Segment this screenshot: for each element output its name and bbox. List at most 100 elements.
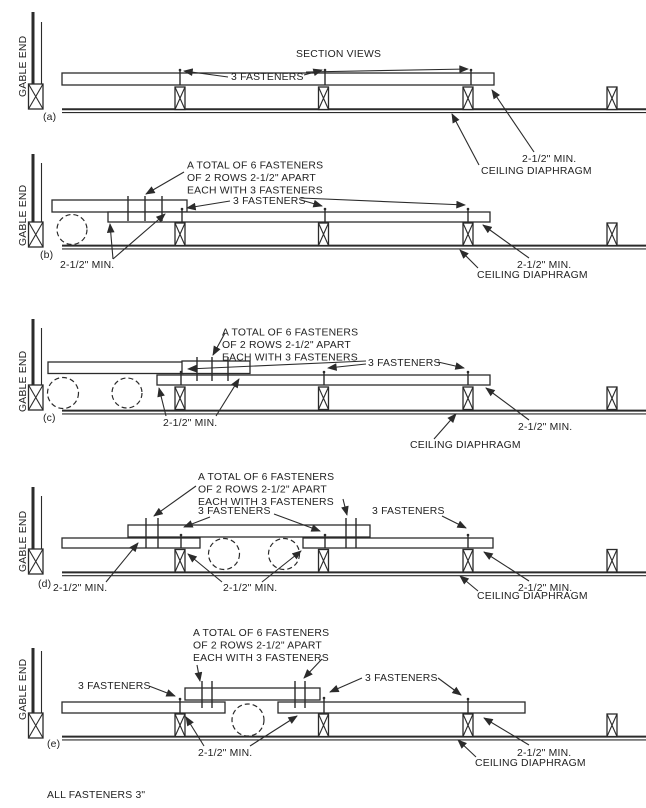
ceiling-diaphragm-label: CEILING DIAPHRAGM: [477, 591, 588, 602]
fastener-group: [201, 681, 306, 708]
section-b: GABLE END (b) A TOTAL OF 6 FASTENERS OF …: [18, 154, 646, 281]
leader-arrow: [305, 65, 469, 74]
gable-end-label: GABLE END: [18, 659, 29, 720]
note-line-3: EACH WITH 3 FASTENERS: [193, 653, 329, 664]
truss-block: [174, 222, 186, 247]
min-clearance-label: 2-1/2" MIN.: [198, 748, 252, 759]
leader-arrow: [437, 361, 465, 370]
truss-block: [174, 713, 186, 738]
gable-end-block: [27, 548, 44, 575]
note-line-1: A TOTAL OF 6 FASTENERS: [198, 472, 334, 483]
obstruction-circle: [46, 376, 80, 410]
note-line-1: A TOTAL OF 6 FASTENERS: [222, 328, 358, 339]
truss-block: [462, 222, 474, 247]
three-fasteners-label: 3 FASTENERS: [365, 673, 438, 684]
note-line-2: OF 2 ROWS 2-1/2" APART: [222, 340, 351, 351]
truss-block-far: [606, 86, 618, 111]
leader-arrow: [249, 715, 298, 747]
truss-block-far: [606, 548, 618, 573]
note-line-2: OF 2 ROWS 2-1/2" APART: [187, 173, 316, 184]
leader-arrow: [273, 513, 321, 532]
section-letter-c: (c): [43, 413, 56, 424]
leader-arrow: [341, 498, 349, 516]
leader-arrow: [441, 515, 467, 529]
existing-member-left: [61, 537, 201, 549]
fastener-ticks: [179, 370, 470, 385]
gable-end-label: GABLE END: [18, 185, 29, 246]
note-line-2: OF 2 ROWS 2-1/2" APART: [198, 485, 327, 496]
min-clearance-label: 2-1/2" MIN.: [518, 422, 572, 433]
six-fasteners-note: A TOTAL OF 6 FASTENERS OF 2 ROWS 2-1/2" …: [187, 161, 323, 197]
gable-end-label: GABLE END: [18, 36, 29, 97]
obstruction-circle: [231, 703, 265, 737]
gable-end-block: [27, 83, 44, 110]
leader-arrow: [485, 387, 530, 421]
three-fasteners-label: 3 FASTENERS: [198, 506, 271, 517]
gable-end-block: [27, 712, 44, 739]
leader-arrow: [112, 213, 166, 260]
leader-arrow: [329, 677, 363, 693]
three-fasteners-label: 3 FASTENERS: [233, 196, 306, 207]
min-clearance-label: 2-1/2" MIN.: [60, 260, 114, 271]
truss-block: [174, 86, 186, 111]
section-letter-e: (e): [47, 739, 60, 750]
section-d: GABLE END (d) A TOTAL OF 6 FASTENERS OF …: [18, 472, 646, 602]
leader-arrow: [186, 200, 231, 211]
leader-arrow: [327, 363, 367, 371]
gable-end-block: [27, 221, 44, 248]
ceiling-diaphragm-label: CEILING DIAPHRAGM: [477, 270, 588, 281]
ceiling-diaphragm-label: CEILING DIAPHRAGM: [410, 440, 521, 451]
leader-arrow: [194, 664, 203, 682]
truss-block: [317, 86, 330, 111]
obstruction-circle: [111, 377, 143, 409]
leader-arrow: [459, 575, 479, 592]
leader-arrow: [183, 516, 211, 528]
truss-block: [317, 386, 330, 411]
section-letter-b: (b): [40, 250, 53, 261]
section-c: GABLE END (c) A TOTAL OF 6 FASTENERS OF …: [18, 319, 646, 451]
min-clearance-label: 2-1/2" MIN.: [517, 748, 571, 759]
note-line-3: EACH WITH 3 FASTENERS: [198, 497, 334, 508]
min-clearance-label: 2-1/2" MIN.: [223, 583, 277, 594]
leader-arrow: [261, 550, 302, 583]
existing-top-member: [51, 199, 188, 213]
leader-arrow: [300, 199, 323, 208]
leader-arrow: [459, 249, 479, 269]
leader-arrow: [106, 223, 115, 260]
truss-block-far: [606, 386, 618, 411]
fastener-ticks: [179, 533, 470, 548]
section-letter-d: (d): [38, 579, 51, 590]
leader-arrow: [157, 387, 167, 417]
truss-block: [462, 86, 474, 111]
section-letter-a: (a): [43, 112, 56, 123]
ceiling-diaphragm-label: CEILING DIAPHRAGM: [481, 166, 592, 177]
note-line-3: EACH WITH 3 FASTENERS: [222, 353, 358, 364]
leader-arrow: [491, 89, 535, 153]
truss-block-far: [606, 222, 618, 247]
leader-arrow: [215, 378, 240, 417]
leader-arrow: [153, 485, 197, 517]
truss-block-far: [606, 713, 618, 738]
retrofit-strap-right: [302, 537, 494, 549]
ceiling-diaphragm-label: CEILING DIAPHRAGM: [475, 758, 586, 769]
leader-arrow: [183, 68, 229, 78]
leader-arrow: [483, 551, 530, 582]
existing-member-right: [277, 701, 526, 714]
truss-block: [317, 548, 330, 573]
leader-arrow: [482, 224, 530, 259]
six-fasteners-note: A TOTAL OF 6 FASTENERS OF 2 ROWS 2-1/2" …: [193, 628, 329, 664]
fastener-ticks: [180, 207, 470, 222]
bridge-strap: [127, 524, 371, 538]
leader-arrow: [148, 685, 176, 697]
leader-arrow: [105, 542, 139, 583]
gable-end-label: GABLE END: [18, 511, 29, 572]
note-line-2: OF 2 ROWS 2-1/2" APART: [193, 641, 322, 652]
min-clearance-label: 2-1/2" MIN.: [522, 154, 576, 165]
fastener-ticks: [178, 696, 470, 713]
leader-arrow: [185, 716, 205, 747]
note-line-3: EACH WITH 3 FASTENERS: [187, 186, 323, 197]
leader-arrow: [451, 113, 480, 166]
bridge-strap: [184, 687, 321, 701]
three-fasteners-label: 3 FASTENERS: [231, 72, 304, 83]
